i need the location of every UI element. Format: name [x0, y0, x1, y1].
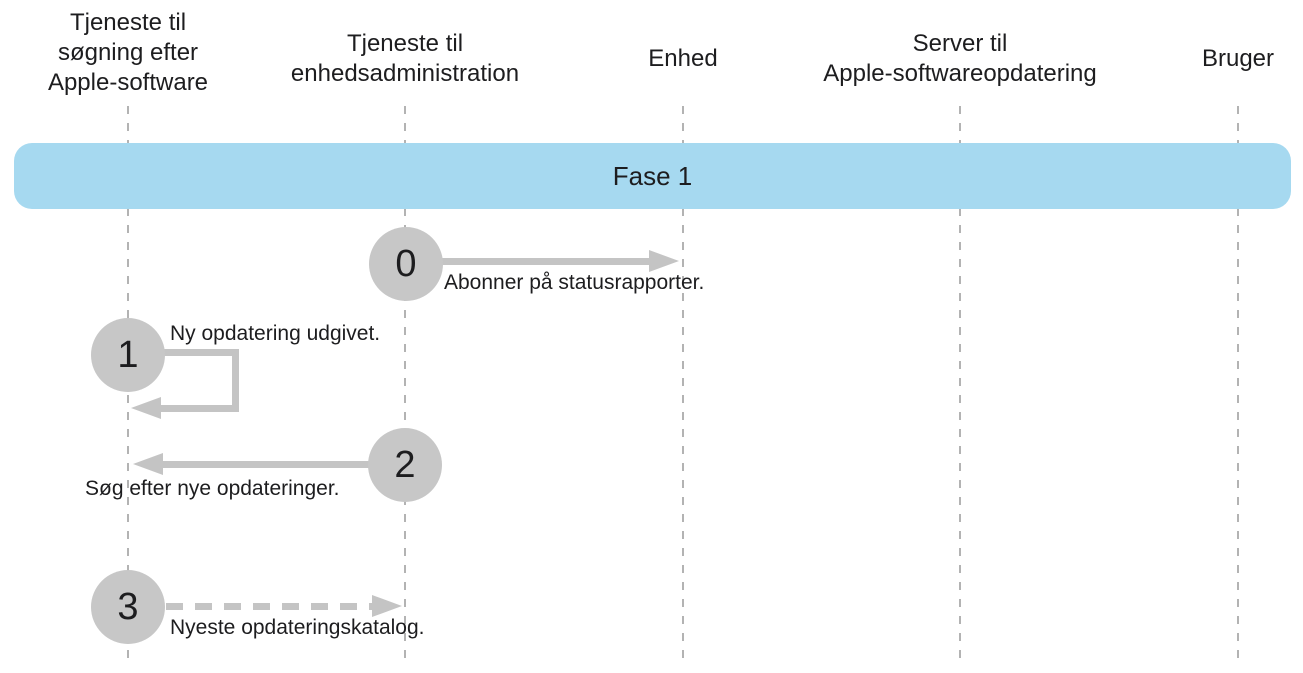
- step-2-badge: 2: [368, 428, 442, 502]
- step-1-badge: 1: [91, 318, 165, 392]
- actor-header-software-update-server: Server til Apple-softwareopdatering: [823, 30, 1097, 87]
- lifeline-device-management-service: [404, 106, 406, 662]
- step-0-arrow-line: [441, 258, 650, 265]
- step-1-message: Ny opdatering udgivet.: [170, 322, 381, 345]
- actor-header-software-lookup-service: Tjeneste til søgning efter Apple-softwar…: [47, 9, 209, 96]
- lifeline-software-update-server: [959, 106, 961, 662]
- actor-header-device-management-service: Tjeneste til enhedsadministration: [290, 30, 520, 87]
- step-3-message: Nyeste opdateringskatalog.: [170, 616, 425, 639]
- phase-banner-label: Fase 1: [612, 160, 693, 191]
- step-3-arrow-dashed-line: [166, 603, 374, 610]
- step-1-loop-top-line: [163, 349, 239, 356]
- step-2-number: 2: [394, 443, 416, 486]
- step-0-number: 0: [395, 242, 417, 285]
- step-2-arrowhead-left-icon: [133, 453, 163, 475]
- step-1-number: 1: [117, 333, 139, 376]
- step-1-loop-right-line: [232, 349, 239, 412]
- step-2-arrow-line: [161, 461, 369, 468]
- step-2-message: Søg efter nye opdateringer.: [85, 477, 340, 500]
- step-0-badge: 0: [369, 227, 443, 301]
- step-0-arrowhead-right-icon: [649, 250, 679, 272]
- step-1-loop-bottom-line: [158, 405, 239, 412]
- step-0-message: Abonner på statusrapporter.: [444, 271, 705, 294]
- actor-header-device: Enhed: [648, 45, 718, 72]
- step-3-number: 3: [117, 585, 139, 628]
- lifeline-user: [1237, 106, 1239, 662]
- step-1-arrowhead-left-icon: [131, 397, 161, 419]
- lifeline-device: [682, 106, 684, 662]
- phase-banner: Fase 1: [14, 143, 1291, 209]
- step-3-arrowhead-right-icon: [372, 595, 402, 617]
- actor-header-user: Bruger: [1201, 45, 1275, 72]
- step-3-badge: 3: [91, 570, 165, 644]
